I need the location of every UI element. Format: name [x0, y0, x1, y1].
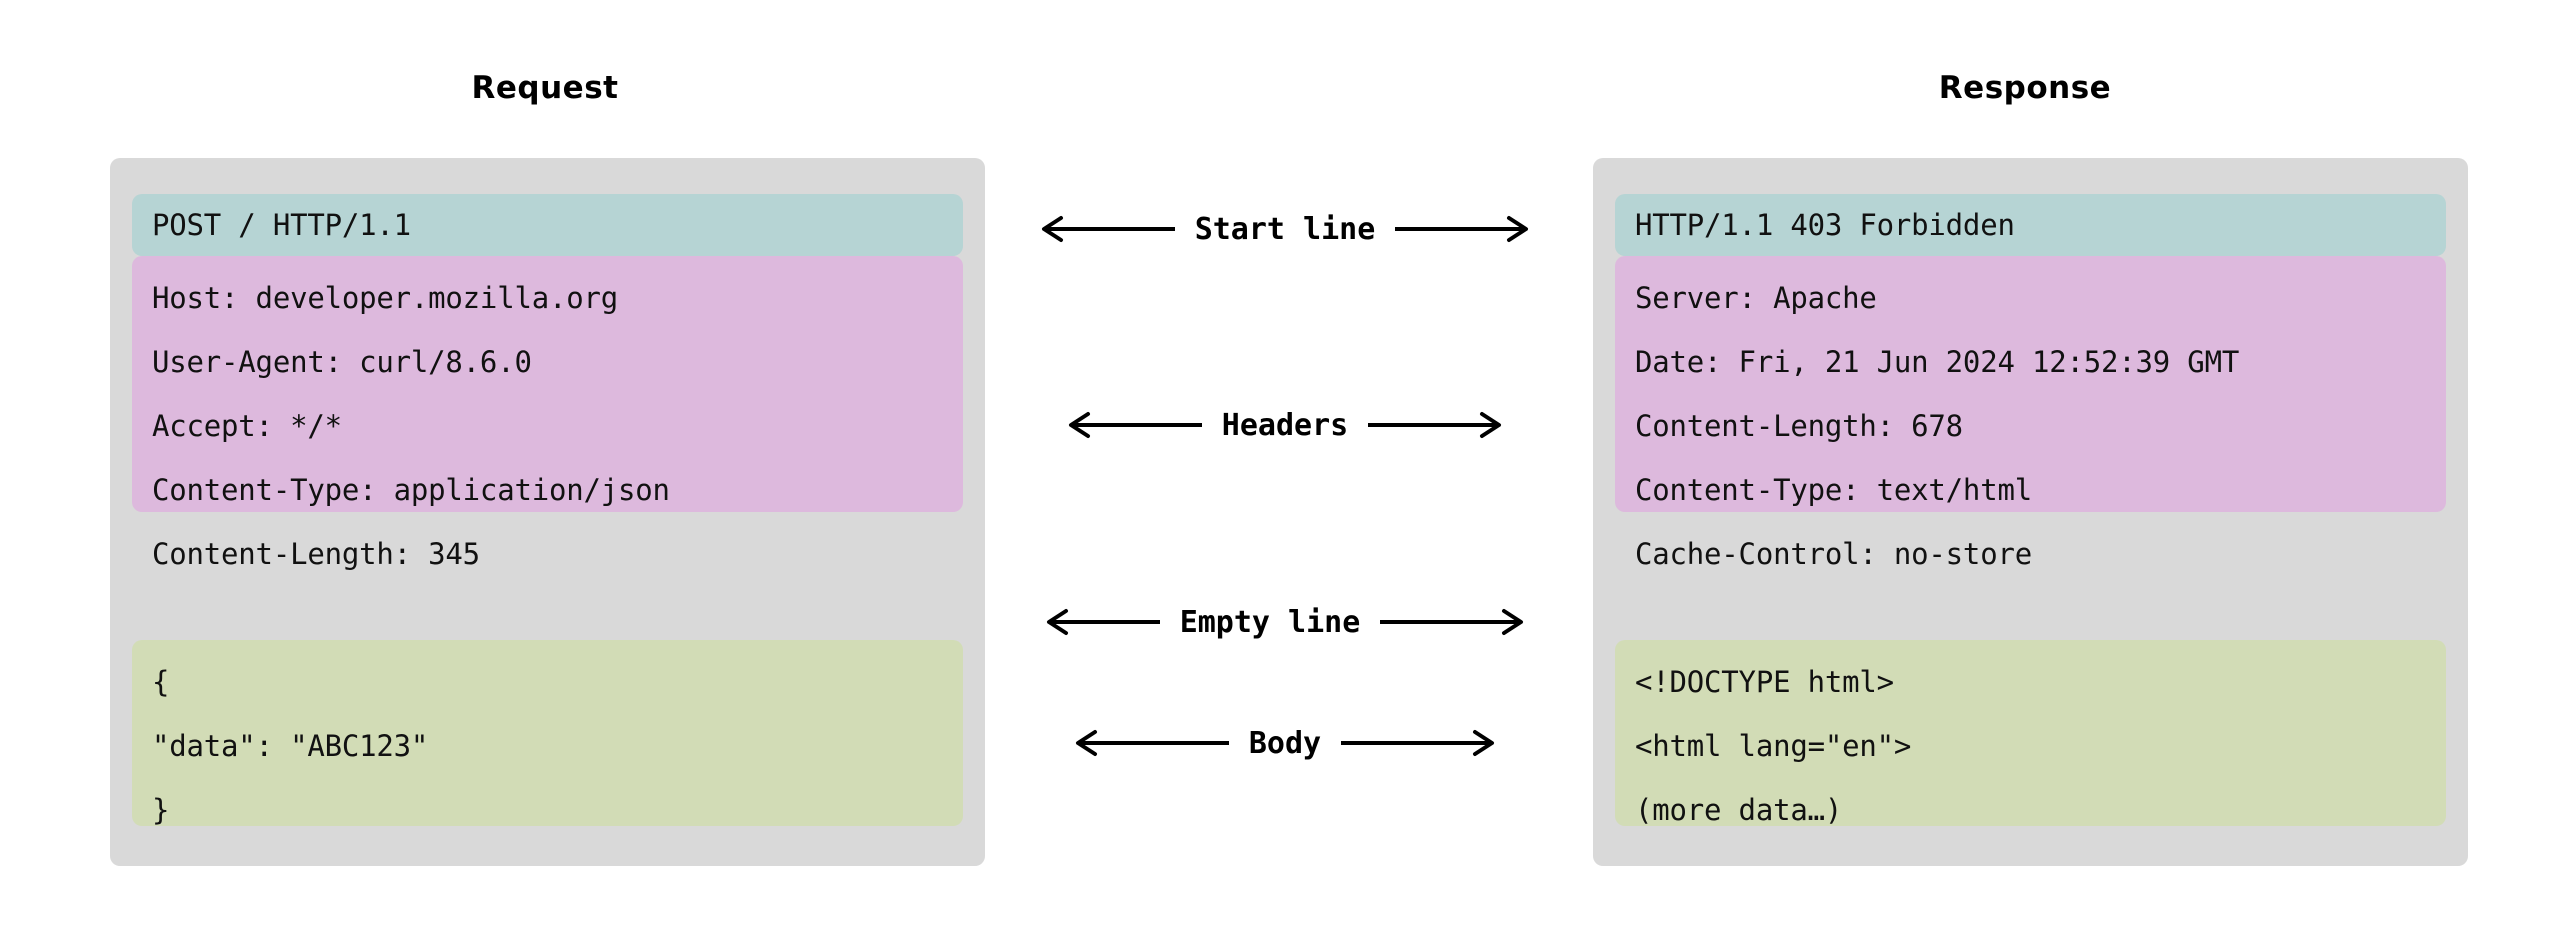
response-header-line: Cache-Control: no-store — [1635, 537, 2032, 571]
annotation-row-empty-line: Empty line — [985, 600, 1585, 644]
arrow-left-icon — [1068, 412, 1202, 438]
request-header-line: User-Agent: curl/8.6.0 — [152, 345, 532, 379]
request-start-line-text: POST / HTTP/1.1 — [152, 208, 411, 242]
request-body-line: "data": "ABC123" — [152, 729, 429, 763]
response-start-line-block: HTTP/1.1 403 Forbidden — [1615, 194, 2446, 256]
request-body-line: { — [152, 665, 170, 699]
request-header-line: Content-Type: application/json — [152, 473, 670, 507]
annotation-row-start-line: Start line — [985, 207, 1585, 251]
annotation-label-start-line: Start line — [1194, 211, 1376, 247]
request-start-line-block: POST / HTTP/1.1 — [132, 194, 963, 256]
annotation-label-headers: Headers — [1221, 407, 1349, 443]
request-header-line: Host: developer.mozilla.org — [152, 281, 619, 315]
annotation-row-body: Body — [985, 721, 1585, 765]
annotation-row-headers: Headers — [985, 403, 1585, 447]
response-headers-block: Server: Apache Date: Fri, 21 Jun 2024 12… — [1615, 256, 2446, 571]
arrow-left-icon — [1041, 216, 1175, 242]
response-column-title: Response — [1938, 70, 2112, 106]
request-column-title: Request — [471, 70, 619, 106]
request-body-block: { "data": "ABC123" } — [132, 640, 963, 827]
response-header-line: Content-Type: text/html — [1635, 473, 2032, 507]
arrow-left-icon — [1075, 730, 1229, 756]
response-body-line: (more data…) — [1635, 793, 1843, 827]
arrow-right-icon — [1368, 412, 1502, 438]
arrow-right-icon — [1341, 730, 1495, 756]
response-header-line: Date: Fri, 21 Jun 2024 12:52:39 GMT — [1635, 345, 2240, 379]
arrow-right-icon — [1395, 216, 1529, 242]
response-body-line: <html lang="en"> — [1635, 729, 1912, 763]
request-header-line: Accept: */* — [152, 409, 342, 443]
annotation-label-body: Body — [1248, 725, 1322, 761]
request-header-line: Content-Length: 345 — [152, 537, 480, 571]
response-header-line: Server: Apache — [1635, 281, 1877, 315]
request-headers-block: Host: developer.mozilla.org User-Agent: … — [132, 256, 963, 571]
annotation-label-empty-line: Empty line — [1179, 604, 1361, 640]
response-header-line: Content-Length: 678 — [1635, 409, 1963, 443]
response-body-line: <!DOCTYPE html> — [1635, 665, 1894, 699]
response-body-block: <!DOCTYPE html> <html lang="en"> (more d… — [1615, 640, 2446, 827]
request-body-line: } — [152, 793, 170, 827]
response-panel: HTTP/1.1 403 Forbidden Server: Apache Da… — [1593, 158, 2468, 866]
request-panel: POST / HTTP/1.1 Host: developer.mozilla.… — [110, 158, 985, 866]
response-start-line-text: HTTP/1.1 403 Forbidden — [1635, 208, 2015, 242]
arrow-left-icon — [1046, 609, 1160, 635]
arrow-right-icon — [1380, 609, 1524, 635]
